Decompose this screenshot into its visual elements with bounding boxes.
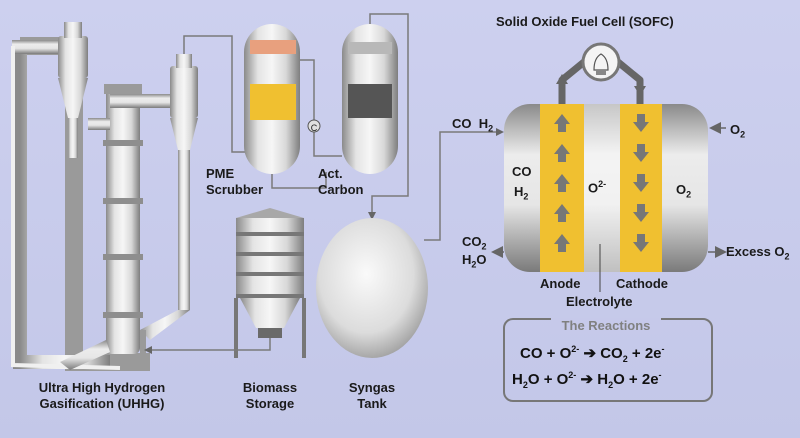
anode-h-sub: 2 <box>523 191 529 202</box>
oxide-o: O <box>588 180 599 196</box>
cathode-o-sub: 2 <box>686 189 692 200</box>
arrow-up-icon <box>554 234 570 252</box>
excess-o2-label: Excess O2 <box>726 244 790 265</box>
h2o-o: O <box>476 252 487 267</box>
anode-label: Anode <box>540 276 581 291</box>
r2-h: H <box>512 371 523 388</box>
co2-sub: 2 <box>481 241 487 252</box>
circulation-pump <box>307 119 321 133</box>
biomass-label-line2: Storage <box>245 396 295 411</box>
anode-feed-co: CO <box>512 164 532 179</box>
biomass-silo <box>234 208 306 358</box>
electrolyte-label: Electrolyte <box>566 294 633 309</box>
arrow-left-icon <box>144 346 152 354</box>
r2-product-sub: 2 <box>608 380 614 390</box>
syngas-to-sofc-pipe <box>424 131 498 241</box>
uhhg-label-line2: Gasification (UHHG) <box>39 396 165 411</box>
arrow-down-icon <box>633 204 649 222</box>
anode-arrows <box>554 114 570 252</box>
act-carbon-label: Act. Carbon <box>318 166 364 198</box>
arrow-down-icon <box>633 144 649 162</box>
arrow-down-icon <box>368 212 376 220</box>
arrow-down-icon <box>634 86 646 96</box>
biomass-label: Biomass Storage <box>230 380 310 412</box>
excess-text: Excess O <box>726 244 785 259</box>
arrow-up-icon <box>554 174 570 192</box>
syngas-label: Syngas Tank <box>332 380 412 412</box>
r1-sub: 2 <box>622 354 628 364</box>
inlet-h-sub: 2 <box>488 123 494 134</box>
r1-reactants: CO + O <box>520 345 572 362</box>
reactions-title: The Reactions <box>551 318 661 334</box>
h2o-h: H <box>462 252 472 267</box>
syngas-label-line2: Tank <box>357 396 387 411</box>
r1-product: CO <box>600 345 623 362</box>
arrow-up-icon <box>554 204 570 222</box>
pme-recirc-pipe <box>271 172 327 189</box>
uhhg-gasifier <box>11 22 198 371</box>
uhhg-label-line1: Ultra High Hydrogen <box>38 380 166 395</box>
r2-e-sup: - <box>658 370 662 380</box>
cathode-o: O <box>676 182 687 197</box>
r1-e-sup: - <box>661 344 665 354</box>
gas-pipe <box>183 35 246 153</box>
anode-feed-h2: H2 <box>514 184 528 205</box>
syngas-tank <box>316 218 428 358</box>
biomass-label-line1: Biomass <box>242 380 298 395</box>
biomass-feed-pipe <box>150 338 271 351</box>
oxide-ion-label: O2- <box>588 176 606 196</box>
co2-text: CO <box>462 234 482 249</box>
carbon-to-tank-pipe <box>369 13 409 214</box>
inlet-gas-label: CO H2 <box>452 116 493 137</box>
arrow-up-icon <box>556 74 568 84</box>
arrow-down-icon <box>633 234 649 252</box>
o2-inlet-label: O2 <box>730 122 745 143</box>
act-label-line2: Carbon <box>318 182 364 197</box>
uhhg-label: Ultra High Hydrogen Gasification (UHHG) <box>22 380 182 412</box>
reaction-2: H2O + O2- ➔ H2O + 2e- <box>512 370 662 390</box>
h2o-label: H2O <box>462 252 487 273</box>
r2-electrons: O + 2e <box>613 371 659 388</box>
cathode-o2-label: O2 <box>676 182 691 203</box>
sofc-title: Solid Oxide Fuel Cell (SOFC) <box>496 14 674 29</box>
syngas-label-line1: Syngas <box>348 380 396 395</box>
cathode-arrows <box>633 114 649 252</box>
arrow-up-icon <box>554 144 570 162</box>
lightbulb-icon <box>581 42 621 82</box>
excess-sub: 2 <box>784 251 790 262</box>
oxide-sup: 2- <box>598 179 607 189</box>
pme-label-line2: Scrubber <box>206 182 264 197</box>
reaction-1: CO + O2- ➔ CO2 + 2e- <box>520 344 665 364</box>
act-label-line1: Act. <box>318 166 343 181</box>
cathode-label: Cathode <box>616 276 668 291</box>
o2-in-sub: 2 <box>740 129 746 140</box>
arrow-down-icon <box>633 114 649 132</box>
anode-h: H <box>514 184 524 199</box>
h2o-sub: 2 <box>471 259 477 270</box>
pme-label-line1: PME <box>206 166 235 181</box>
r2-product-h: H <box>597 371 609 388</box>
r2-h-sub: 2 <box>522 380 528 390</box>
inlet-h: H <box>478 116 489 131</box>
o2-in-o: O <box>730 122 741 137</box>
r2-arrow-icon: ➔ <box>580 371 594 388</box>
activated-carbon-column <box>342 24 398 174</box>
r2-sup: 2- <box>568 370 577 380</box>
inlet-co: CO <box>452 116 472 131</box>
arrow-down-icon <box>633 174 649 192</box>
pme-label: PME Scrubber <box>206 166 263 198</box>
r2-reactants: O + O <box>527 371 569 388</box>
r1-sup: 2- <box>571 344 580 354</box>
arrow-right-icon <box>496 128 504 136</box>
pme-scrubber <box>244 24 300 174</box>
co2-label: CO2 <box>462 234 487 255</box>
arrow-up-icon <box>554 114 570 132</box>
r1-electrons: + 2e <box>627 345 662 362</box>
pump-mark: C <box>310 123 318 133</box>
pme-to-carbon-pipe <box>300 59 342 157</box>
r1-arrow-icon: ➔ <box>583 345 597 362</box>
